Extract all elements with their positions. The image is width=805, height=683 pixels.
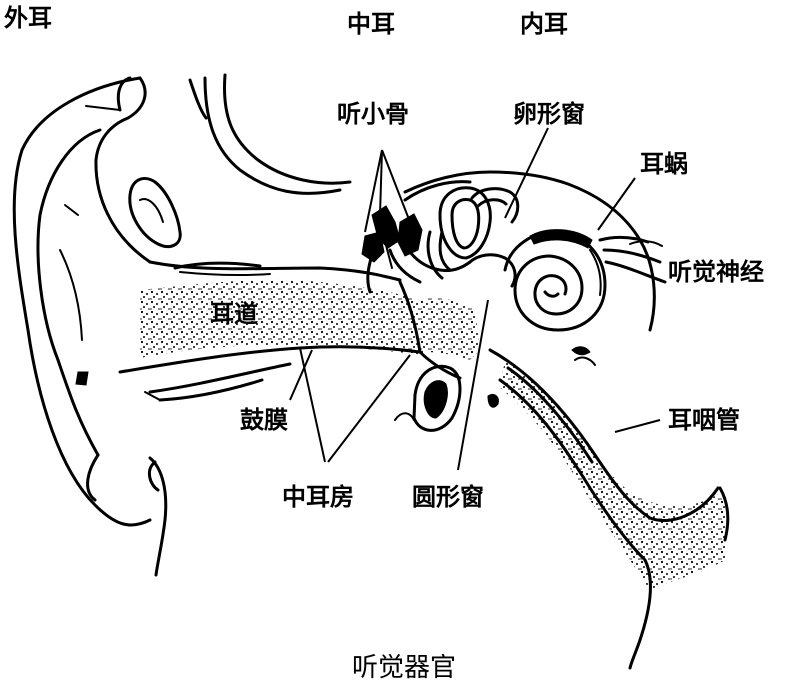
eustachian-tissue (500, 360, 725, 590)
middle-ear (361, 205, 480, 432)
label-ossicles: 听小骨 (337, 100, 409, 128)
label-eardrum: 鼓膜 (240, 406, 288, 434)
eardrum-membrane (398, 280, 422, 354)
label-inner-ear: 内耳 (520, 10, 568, 38)
inner-ear (403, 170, 667, 366)
label-round-window: 圆形窗 (412, 483, 484, 511)
label-eustachian-tube: 耳咽管 (668, 406, 740, 434)
pinna (12, 73, 352, 577)
label-ear-canal: 耳道 (210, 300, 258, 328)
ear-canal (118, 260, 430, 402)
semicircular-canals (426, 186, 520, 280)
labels: 外耳 中耳 内耳 听小骨 卵形窗 耳蜗 听觉神经 耳道 鼓膜 耳咽管 中耳房 圆… (4, 4, 764, 683)
canal-tissue (140, 279, 430, 358)
cochlea-spiral (503, 229, 607, 332)
eustachian-tube (487, 348, 730, 670)
label-oval-window: 卵形窗 (513, 100, 585, 128)
caption: 听觉器官 (352, 653, 456, 683)
label-cochlea: 耳蜗 (640, 150, 688, 178)
label-outer-ear: 外耳 (4, 4, 52, 32)
label-auditory-nerve: 听觉神经 (668, 258, 764, 286)
leader-lines (289, 127, 661, 471)
ossicle-chain (361, 205, 472, 294)
auditory-nerve-fibers (598, 235, 667, 284)
middle-ear-tissue (420, 298, 480, 360)
label-middle-ear: 中耳 (347, 10, 395, 38)
label-middle-ear-cavity: 中耳房 (282, 483, 354, 511)
